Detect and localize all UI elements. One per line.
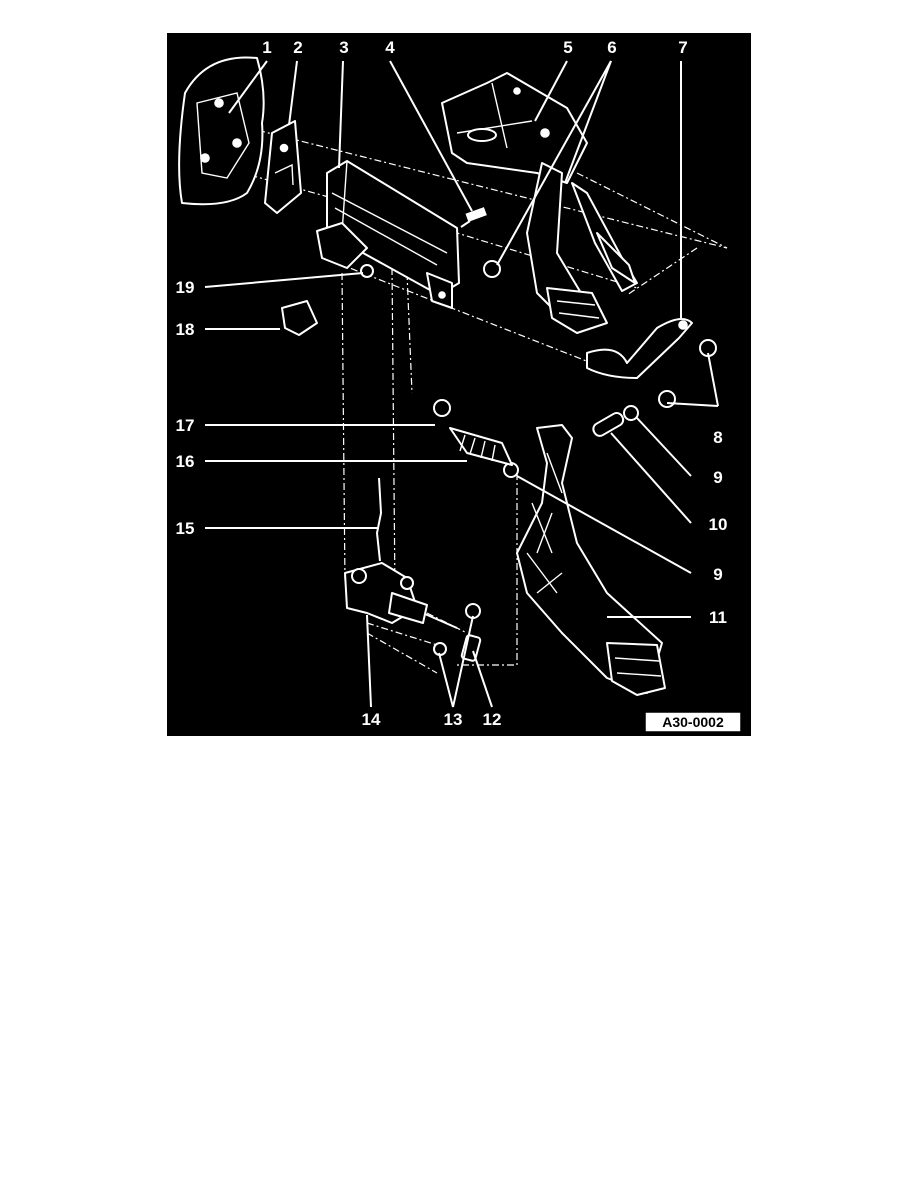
callout-12: 12 xyxy=(483,710,502,729)
callout-1: 1 xyxy=(262,38,271,57)
nut-19 xyxy=(360,264,374,278)
brake-pedal xyxy=(526,162,638,334)
callout-4: 4 xyxy=(385,38,395,57)
clutch-pedal xyxy=(516,424,666,696)
exploded-diagram: 1 2 3 4 5 6 7 8 9 10 9 11 12 13 14 15 16… xyxy=(167,33,751,736)
callout-14: 14 xyxy=(362,710,381,729)
body-panel xyxy=(178,56,265,206)
callout-19: 19 xyxy=(176,278,195,297)
reference-code-label: A30-0002 xyxy=(644,711,742,733)
callout-11: 11 xyxy=(709,608,727,627)
callout-16: 16 xyxy=(176,452,195,471)
sleeve xyxy=(592,411,625,437)
callout-9b: 9 xyxy=(713,565,722,584)
callout-8: 8 xyxy=(713,428,722,447)
callout-3: 3 xyxy=(339,38,348,57)
leader-lines xyxy=(204,60,719,708)
pedal-bracket xyxy=(316,160,460,309)
callout-7: 7 xyxy=(678,38,687,57)
callouts: 1 2 3 4 5 6 7 8 9 10 9 11 12 13 14 15 16… xyxy=(176,38,728,729)
callout-6: 6 xyxy=(607,38,616,57)
callout-15: 15 xyxy=(176,519,195,538)
spring xyxy=(449,427,513,466)
callout-10: 10 xyxy=(709,515,728,534)
bushing-9 xyxy=(503,405,639,478)
callout-2: 2 xyxy=(293,38,302,57)
master-cylinder xyxy=(344,562,458,629)
bolt xyxy=(460,207,487,228)
lever xyxy=(586,318,693,379)
spacer-plate xyxy=(264,120,302,214)
brake-pedal-bracket xyxy=(441,72,588,184)
hose xyxy=(375,477,383,562)
clip xyxy=(281,300,318,336)
callout-9a: 9 xyxy=(713,468,722,487)
callout-5: 5 xyxy=(563,38,572,57)
reference-code: A30-0002 xyxy=(662,714,724,730)
callout-18: 18 xyxy=(176,320,195,339)
bushing-17 xyxy=(433,399,451,417)
nut-6 xyxy=(483,260,501,278)
callout-13: 13 xyxy=(444,710,463,729)
callout-17: 17 xyxy=(176,416,195,435)
